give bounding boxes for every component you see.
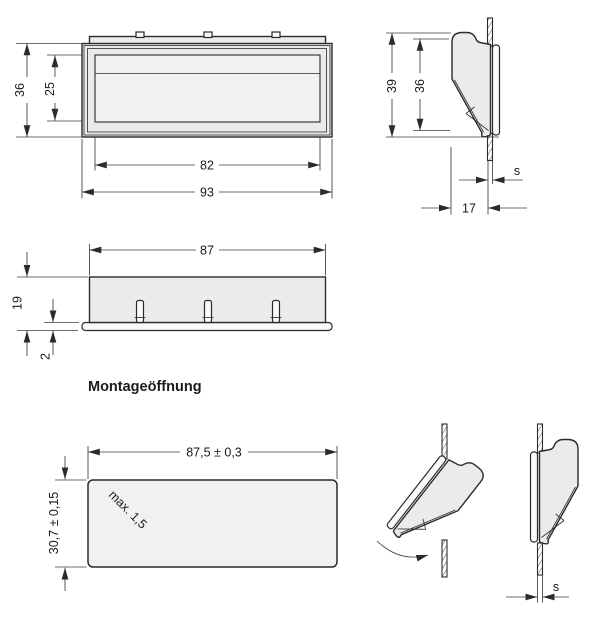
panel-hatch-lower [486,132,494,162]
dim-depth-flange-label: 2 [39,353,53,360]
front-dimension-lines [23,43,332,196]
panel-hatch-lower [536,542,544,576]
dim-side-frame-height-label: 36 [413,79,427,93]
dim-front-outer-width-label: 93 [200,186,214,200]
insertion-view [376,423,488,578]
clip-tab [271,31,281,39]
clip-tab [203,31,213,39]
installed-view: s [506,423,579,603]
dim-front-outer-height-label: 36 [13,83,27,97]
clip-slot [203,299,213,324]
clip-tab [135,31,145,39]
depth-dimension-lines [23,246,326,356]
side-dimension-lines [388,33,527,212]
dim-front-recess-height-label: 25 [43,82,57,96]
cutout-rect [87,479,338,568]
opening-view: 87,5 ± 0,3 30,7 ± 0,15 max. 1,5 [47,446,338,591]
dim-side-mount-depth-label: 17 [462,202,476,216]
rotation-arrow [376,540,429,562]
dim-side-panel-thickness-label: s [514,164,520,178]
flange-edge [81,321,333,332]
dim-front-recess-width-label: 82 [200,159,214,173]
dim-depth-overall-label: 19 [11,296,25,310]
clip-slot [135,299,145,324]
panel-hatch-upper [536,423,544,454]
opening-extension-lines [55,446,338,568]
handle-profile-section [451,31,501,138]
section-title: Montageöffnung [88,379,202,395]
depth-view: 87 19 2 [11,244,333,360]
front-frame-inner-line [87,48,327,133]
front-view: 36 25 82 93 [13,31,333,200]
installed-extension-lines [537,575,543,603]
mounting-clip-slots [134,299,282,324]
front-frame-bevel-line [83,45,331,136]
side-extension-lines [386,32,499,215]
dim-side-overall-height-label: 39 [385,79,399,93]
panel-hatch-lower [441,539,448,578]
clip-slot [271,299,281,324]
side-view: 39 36 s 17 [385,17,527,216]
handle-recess [94,54,321,123]
handle-profile-tilted [384,444,488,558]
panel-hatch-upper [486,17,494,48]
dim-cutout-width-label: 87,5 ± 0,3 [186,446,242,460]
depth-extension-lines [17,244,326,331]
handle-profile-installed [529,438,579,545]
panel-hatch-upper [441,423,448,460]
dim-cutout-height-label: 30,7 ± 0,15 [47,492,61,555]
dim-depth-body-width-label: 87 [200,244,214,258]
dim-installed-panel-thickness-label: s [553,580,559,594]
